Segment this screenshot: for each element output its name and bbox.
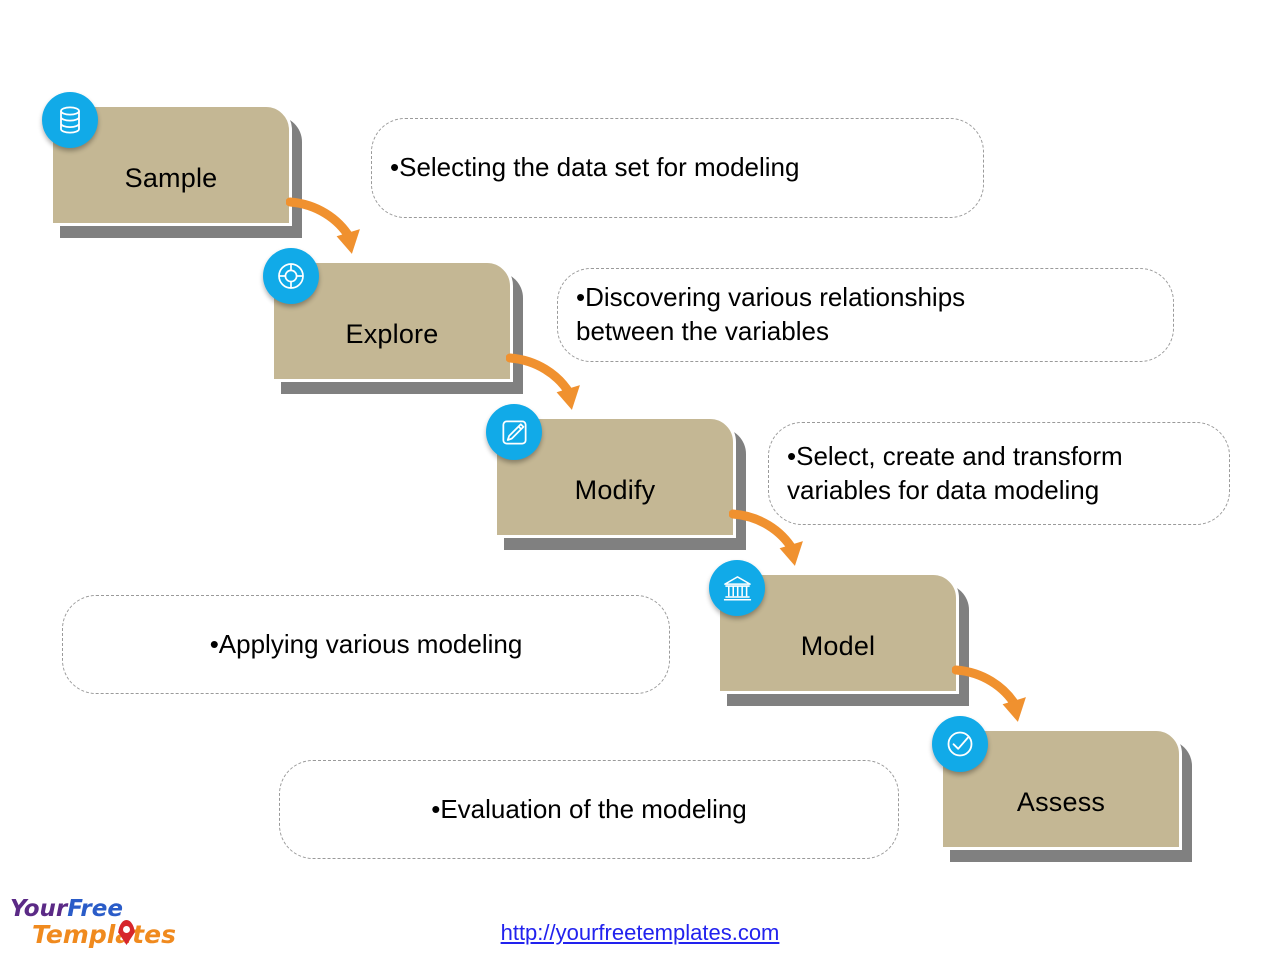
step-sample[interactable]: Sample: [42, 92, 302, 238]
logo-word-free: Free: [67, 896, 123, 922]
step-label-modify: Modify: [574, 474, 656, 505]
step-label-model: Model: [800, 630, 876, 661]
step-label-explore: Explore: [345, 318, 439, 349]
step-modify[interactable]: Modify: [486, 404, 746, 550]
bank-building-icon: [709, 560, 765, 616]
step-assess[interactable]: Assess: [932, 716, 1192, 862]
step-model[interactable]: Model: [709, 560, 969, 706]
callout-modify: •Select, create and transform variables …: [768, 422, 1230, 525]
callout-text-modify: •Select, create and transform variables …: [787, 440, 1123, 505]
footer-url-link[interactable]: http://yourfreetemplates.com: [500, 920, 780, 945]
database-icon: [42, 92, 98, 148]
step-label-assess: Assess: [1016, 786, 1106, 817]
step-label-sample: Sample: [124, 162, 218, 193]
callout-sample: •Selecting the data set for modeling: [371, 118, 984, 218]
logo-line-one: YourFree: [10, 896, 123, 922]
logo-word-templates: Templates: [32, 920, 176, 949]
step-explore[interactable]: Explore: [263, 248, 523, 394]
callout-assess: •Evaluation of the modeling: [279, 760, 899, 859]
callout-text-explore: •Discovering various relationships betwe…: [576, 282, 966, 346]
callout-explore: •Discovering various relationships betwe…: [557, 268, 1174, 362]
callout-text-assess: •Evaluation of the modeling: [431, 793, 747, 824]
yourfreetemplates-logo[interactable]: YourFree Templates: [6, 896, 191, 956]
check-circle-icon: [932, 716, 988, 772]
callout-text-model: •Applying various modeling: [209, 628, 523, 659]
logo-word-your: Your: [10, 896, 68, 922]
callout-model: •Applying various modeling: [62, 595, 670, 694]
callout-text-sample: •Selecting the data set for modeling: [390, 152, 800, 183]
lifebuoy-icon: [263, 248, 319, 304]
pencil-edit-icon: [486, 404, 542, 460]
